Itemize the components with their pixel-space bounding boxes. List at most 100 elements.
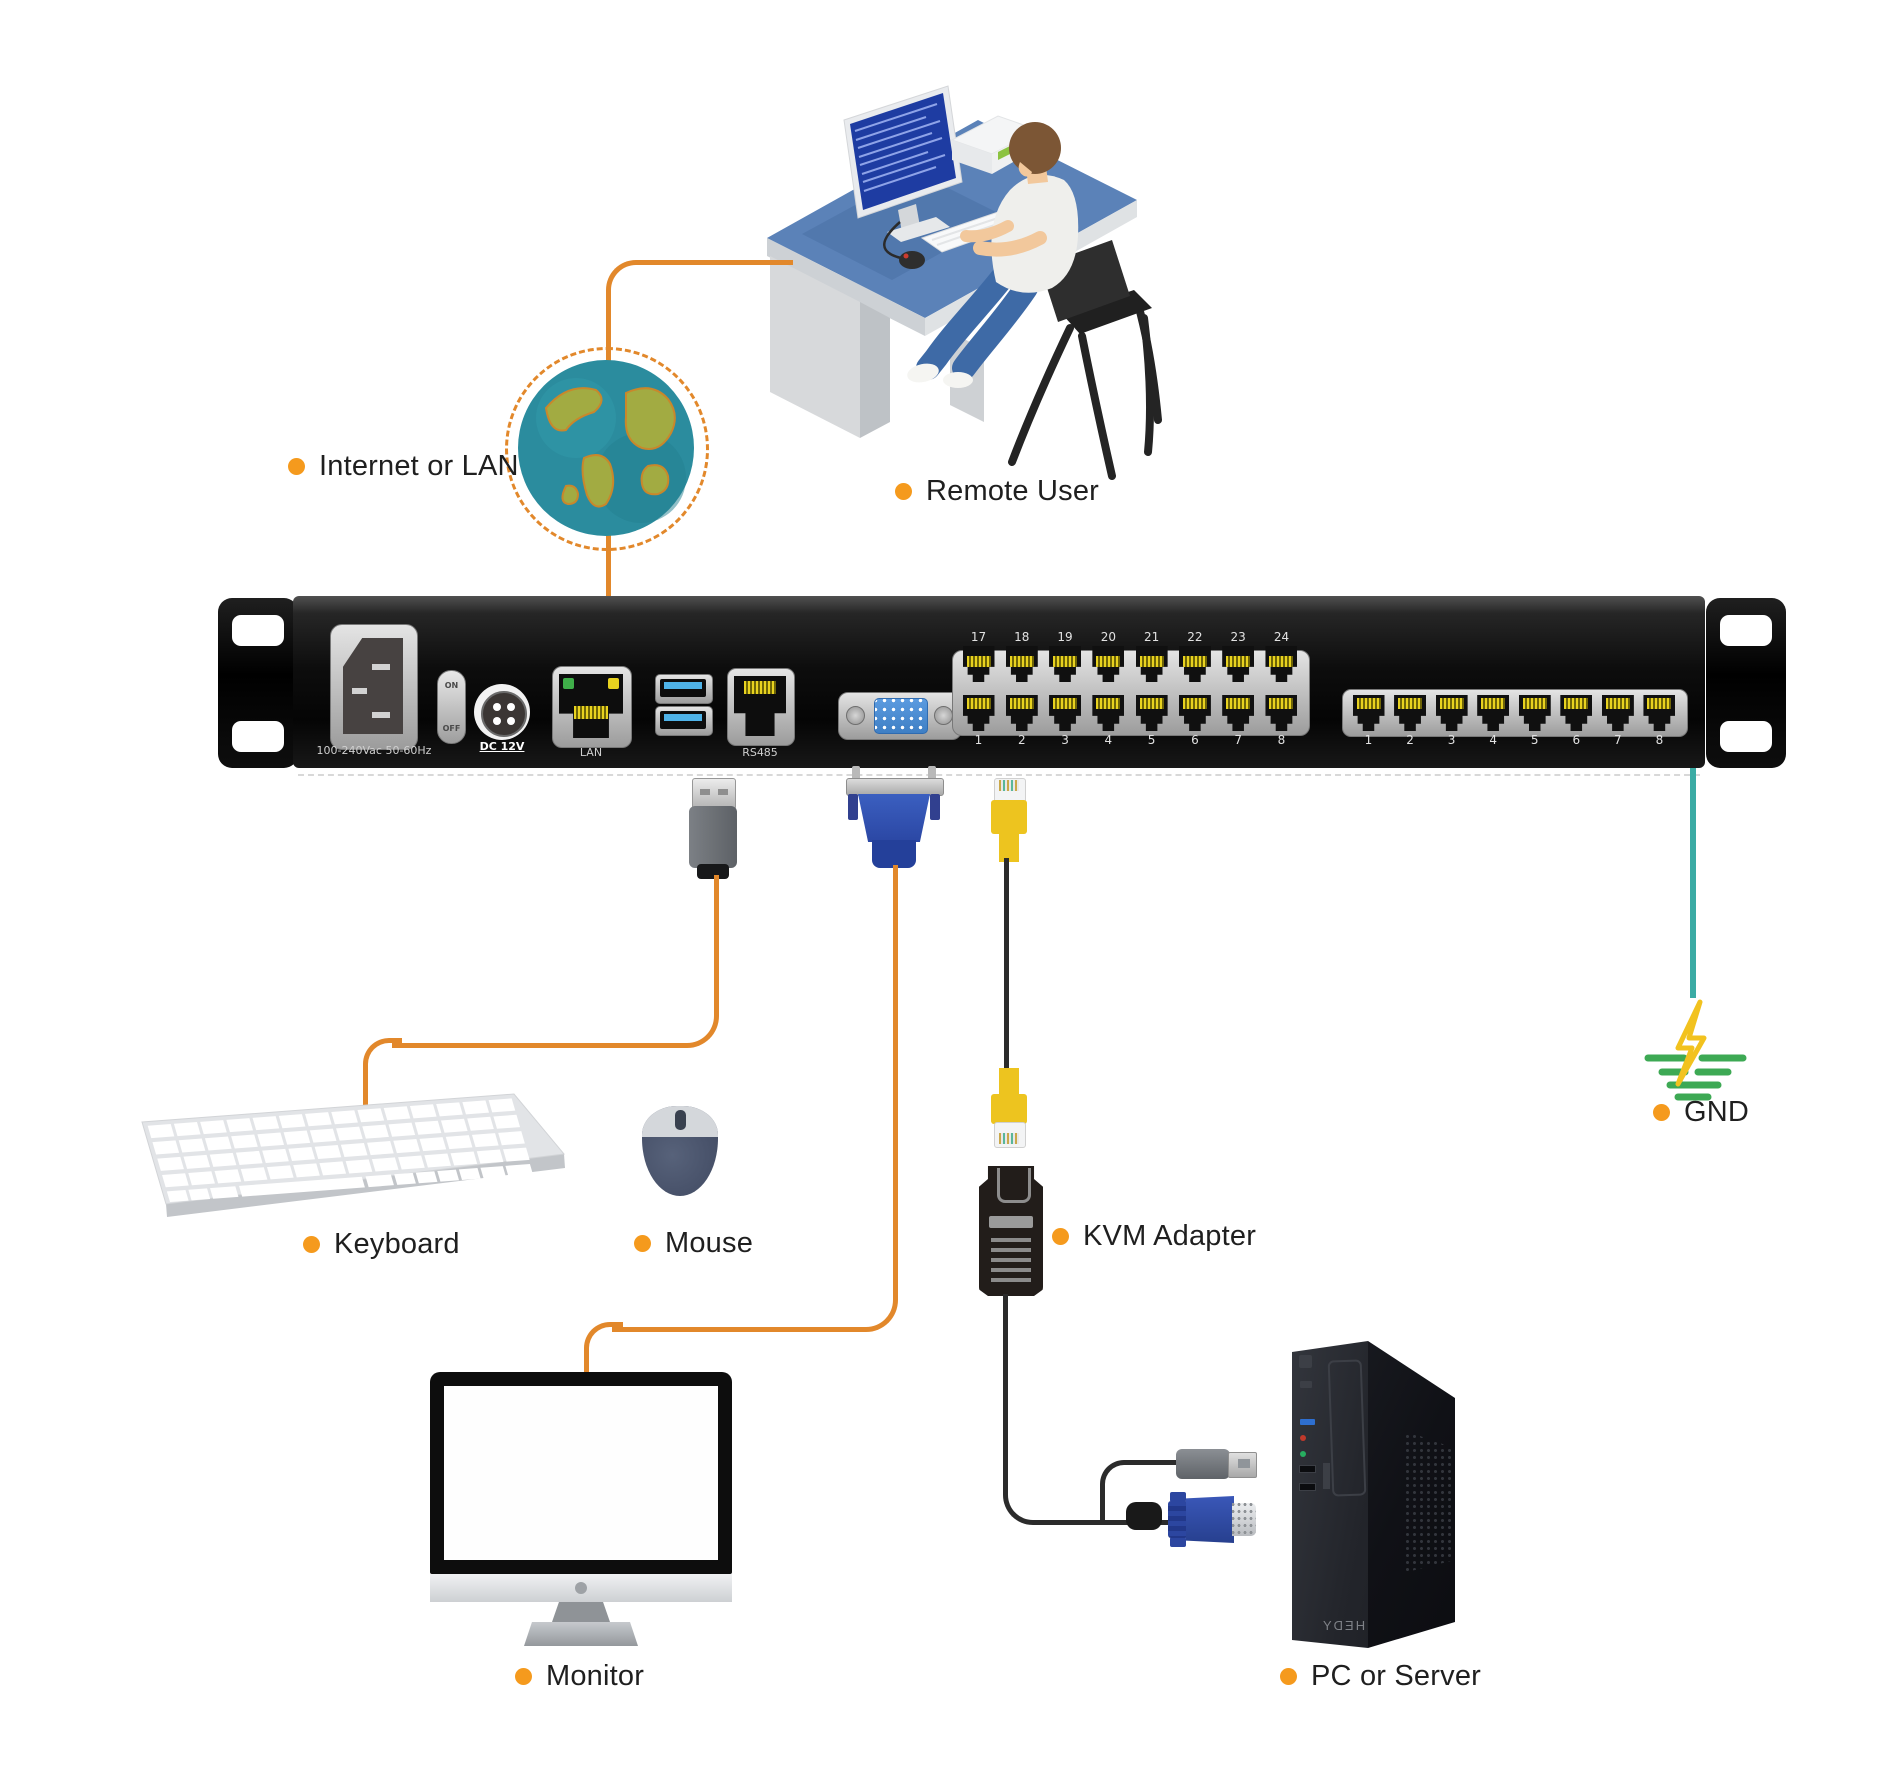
port-number: 6: [1191, 733, 1199, 747]
cable-vga-monitor-2: [584, 1322, 623, 1382]
kvm-adapter-grille: [991, 1238, 1031, 1284]
vga-plug-body: [858, 794, 930, 842]
port-number: 8: [1655, 733, 1664, 747]
vga-plug-screw-left: [852, 766, 860, 782]
port-number: 3: [1447, 733, 1456, 747]
power-rating-label: 100-240Vac 50-60Hz: [316, 744, 432, 757]
pc-usb2-port-2: [1299, 1483, 1316, 1491]
rj45-port: [1005, 646, 1038, 682]
mouse-wheel: [674, 1110, 686, 1130]
port-number: 4: [1104, 733, 1113, 747]
port-number: 20: [1100, 630, 1116, 644]
rj45-port-cell: 7: [1218, 695, 1259, 751]
pc-power-button[interactable]: [1299, 1355, 1312, 1368]
mouse: [642, 1106, 718, 1196]
port-number: 2: [1017, 733, 1026, 747]
rj45-port-cell: 2: [1390, 695, 1431, 751]
port-number: 1: [1364, 733, 1373, 747]
port-number: 5: [1530, 733, 1539, 747]
rj45-port-cell: 24: [1261, 630, 1302, 688]
monitor-stand-neck: [552, 1602, 610, 1622]
rj45-port: [1601, 695, 1634, 731]
bullet-icon: [303, 1236, 320, 1253]
pc-usb3-port: [1300, 1419, 1315, 1425]
lan-led-yellow: [608, 678, 619, 689]
pc-optical-bay: [1327, 1359, 1367, 1497]
lan-port-pins: [574, 706, 608, 719]
rj45-port-cell: 7: [1597, 695, 1638, 751]
bullet-icon: [515, 1668, 532, 1685]
cable-usb-keyboard-1: [392, 875, 719, 1048]
rj45-port-cell: 22: [1174, 630, 1215, 688]
rj45-port: [1092, 646, 1125, 682]
power-switch[interactable]: ON OFF: [437, 670, 466, 744]
port-number: 1: [974, 733, 983, 747]
rj45-port: [1435, 695, 1468, 731]
vga-screw-left: [846, 706, 865, 725]
ground-icon: [1644, 999, 1747, 1101]
pc-brand-logo: HEDY: [1320, 1618, 1366, 1633]
rj45-port-cell: 3: [1045, 695, 1086, 751]
power-switch-on-label: ON: [444, 681, 459, 690]
label-monitor: Monitor: [515, 1660, 644, 1693]
pc-vga-connector: [1186, 1496, 1234, 1543]
rj45-port: [1049, 646, 1082, 682]
label-gnd: GND: [1653, 1096, 1749, 1129]
rj45-port-cell: 8: [1639, 695, 1680, 751]
port-number: 6: [1572, 733, 1581, 747]
remote-user-illustration: [767, 85, 1162, 480]
vga-port: [874, 698, 928, 734]
desk-leg: [770, 256, 860, 438]
rj45-port-cell: 2: [1001, 695, 1042, 751]
label-text: Mouse: [665, 1227, 754, 1259]
pc-vga-connector-base: [1168, 1501, 1188, 1538]
pc-usb2-port-1: [1299, 1465, 1316, 1473]
rj45-port: [1049, 695, 1082, 731]
rj45-port: [1178, 695, 1211, 731]
label-kvm-adapter: KVM Adapter: [1052, 1220, 1256, 1253]
rack-mount-ear-left: [218, 598, 298, 768]
cable-adapter-pc-2: [1100, 1460, 1185, 1525]
kvm-adapter-bar: [989, 1216, 1033, 1228]
rs485-port-label: RS485: [742, 746, 778, 759]
rj45-plug-top-body: [991, 800, 1027, 834]
label-text: PC or Server: [1311, 1660, 1481, 1692]
rj45-port-cell: 5: [1514, 695, 1555, 751]
cable-ground: [1690, 768, 1696, 998]
rj45-port-cell: 4: [1473, 695, 1514, 751]
bullet-icon: [288, 458, 305, 475]
label-text: Monitor: [546, 1660, 645, 1692]
rj45-port-cell: 5: [1131, 695, 1172, 751]
cable-internet-horizontal: [606, 260, 793, 365]
rj45-port: [1005, 695, 1038, 731]
bullet-icon: [634, 1235, 651, 1252]
rj45-port: [1352, 695, 1385, 731]
rj45-port: [1560, 695, 1593, 731]
lan-port-label: LAN: [579, 746, 603, 759]
port-number: 2: [1406, 733, 1414, 747]
rs485-port-pins: [744, 681, 776, 694]
bullet-icon: [1052, 1228, 1069, 1245]
rj45-port: [1265, 646, 1298, 682]
rj45-port: [1518, 695, 1551, 731]
label-text: Internet or LAN: [319, 450, 519, 482]
port-number: 24: [1273, 630, 1290, 644]
dc-connector-face: [481, 691, 527, 737]
label-text: GND: [1684, 1096, 1750, 1128]
pc-vga-connector-tip: [1232, 1503, 1256, 1536]
rj45-port: [1222, 695, 1255, 731]
bullet-icon: [895, 483, 912, 500]
port-number: 7: [1614, 733, 1622, 747]
rj45-port: [1643, 695, 1676, 731]
rj45-port-cell: 23: [1218, 630, 1259, 688]
pc-tower: HEDY: [1285, 1335, 1460, 1655]
port-number: 21: [1143, 630, 1160, 644]
pc-usb-connector: [1176, 1449, 1230, 1479]
port-number: 19: [1057, 630, 1073, 644]
label-text: KVM Adapter: [1083, 1220, 1257, 1252]
rj45-port: [1222, 646, 1255, 682]
globe-dashed-ring: [505, 347, 709, 551]
pc-front-panel: [1292, 1341, 1368, 1648]
